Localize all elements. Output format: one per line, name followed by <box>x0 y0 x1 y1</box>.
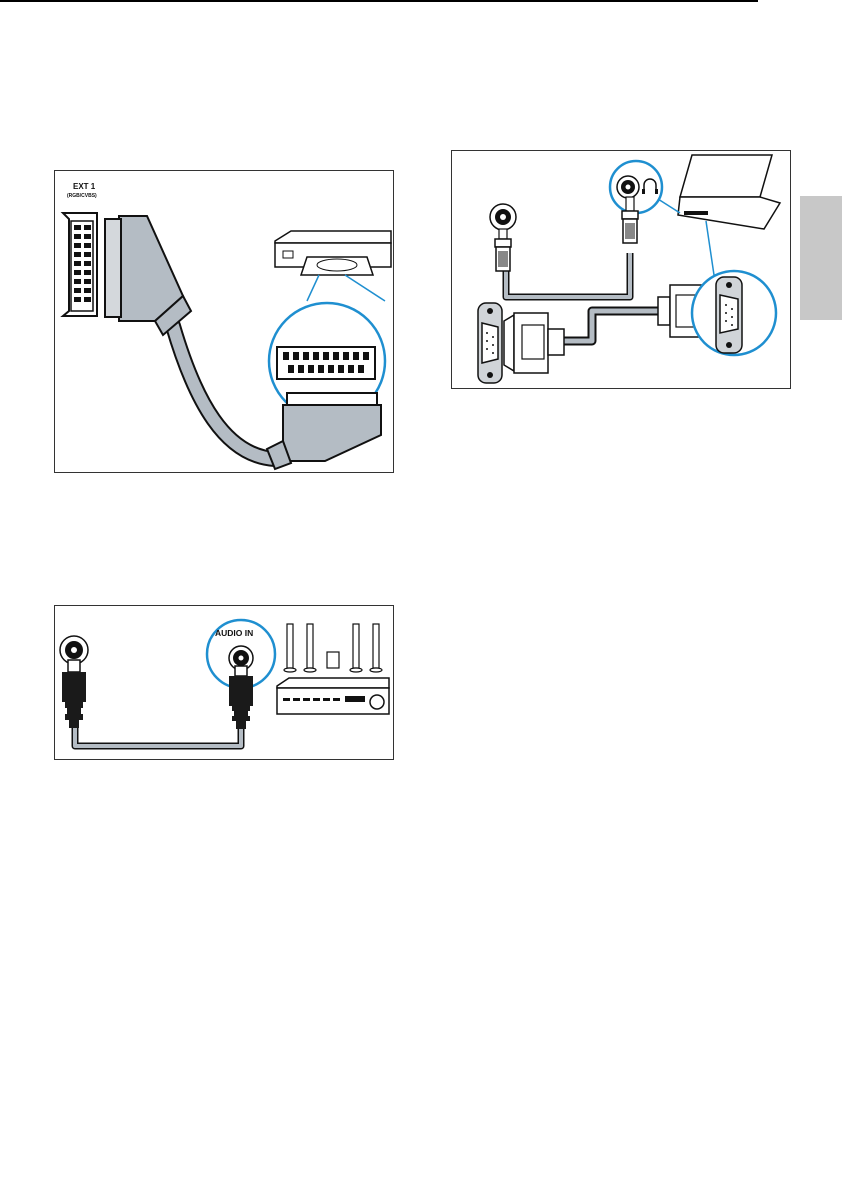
pc-diagram <box>452 151 790 388</box>
audio-cable-outline <box>75 726 241 746</box>
vga-plug-left-icon <box>504 313 564 373</box>
audio-connection-figure: AUDIO IN <box>54 605 394 760</box>
laptop-icon <box>678 155 780 229</box>
rca-plug-left-icon <box>62 660 86 728</box>
scart-cable <box>173 326 275 459</box>
audio-in-label: AUDIO IN <box>215 628 253 638</box>
tv-pc-audio-jack-icon <box>490 204 516 230</box>
chapter-side-tab <box>800 196 842 320</box>
audio-diagram: AUDIO IN <box>55 606 393 759</box>
audio-cable <box>506 253 630 297</box>
scart-plug-right-icon <box>267 393 381 469</box>
vga-cable-outline <box>564 311 658 341</box>
vga-port-callout <box>692 221 776 355</box>
dvd-player-icon <box>275 231 391 301</box>
home-theatre-speakers-icon <box>284 624 382 672</box>
scart-plug-left-icon <box>105 216 191 335</box>
headphone-jack-callout <box>610 161 680 213</box>
pc-connection-figure <box>451 150 791 389</box>
ext1-sublabel: (RGB/CVBS) <box>67 193 97 199</box>
audio-cable-outline <box>506 253 630 297</box>
tv-scart-socket-icon <box>63 213 97 316</box>
ext1-label: EXT 1 <box>73 182 96 191</box>
scart-connection-figure: EXT 1 (RGB/CVBS) <box>54 170 394 473</box>
page-top-rule <box>0 0 758 2</box>
minijack-plug-left-icon <box>495 229 511 271</box>
av-receiver-icon <box>277 678 389 714</box>
scart-diagram: EXT 1 (RGB/CVBS) <box>55 171 393 472</box>
tv-vga-port-icon <box>478 303 502 383</box>
